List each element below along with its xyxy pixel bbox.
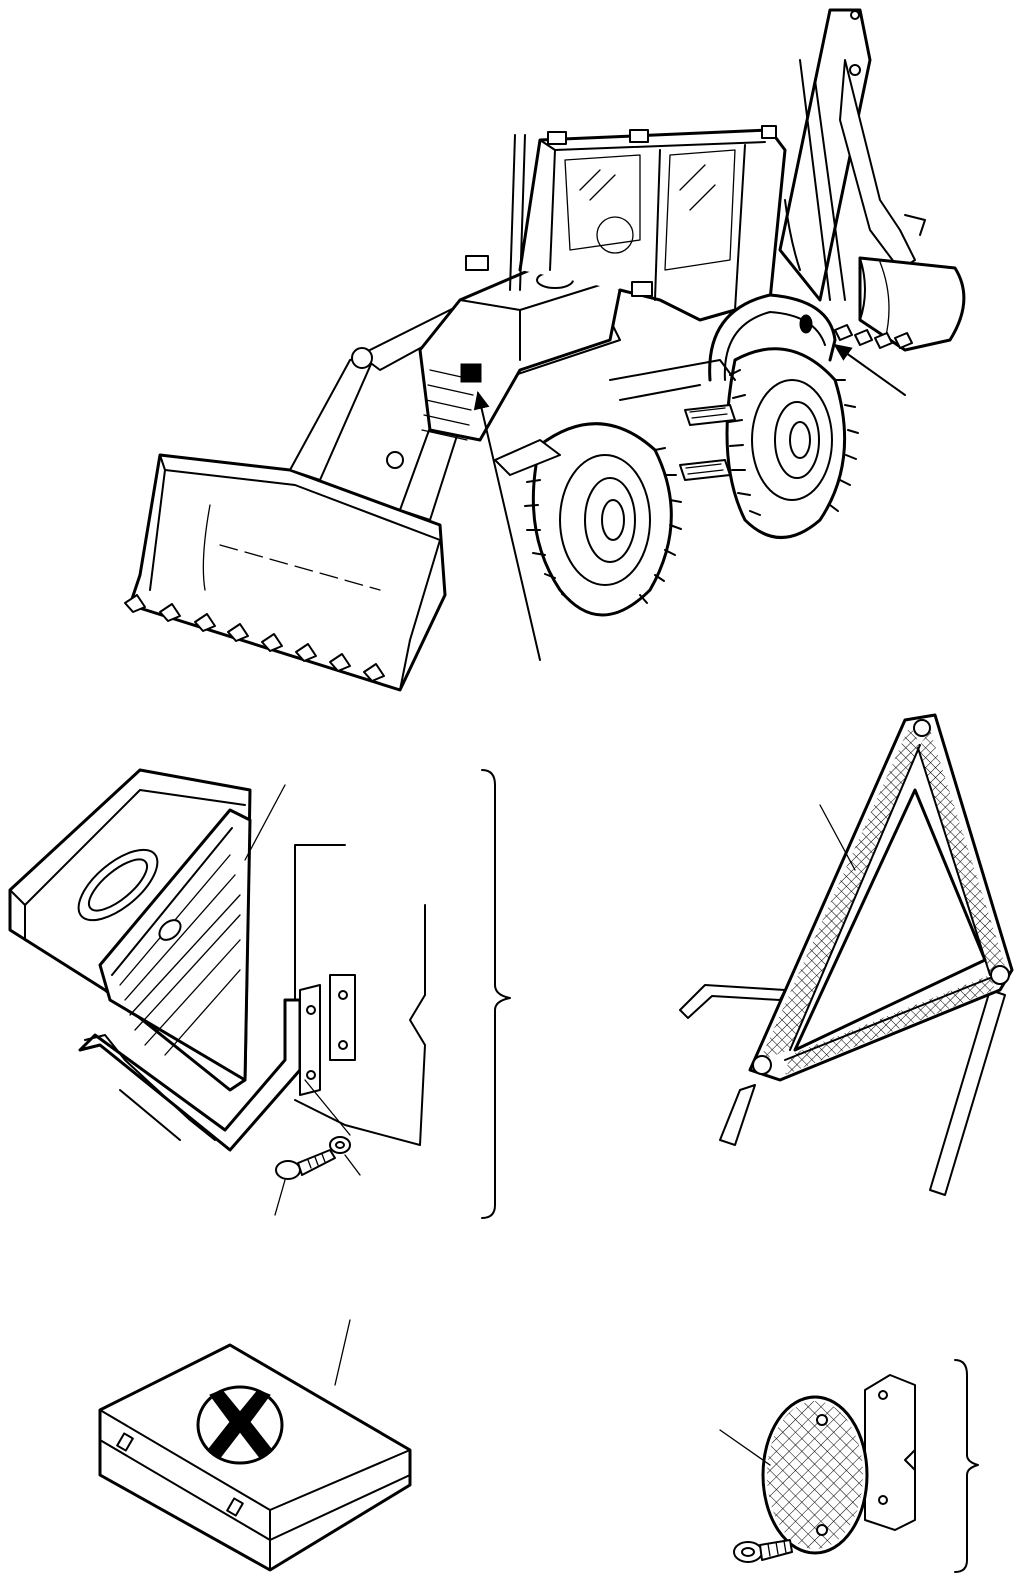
reflector-brace bbox=[954, 1359, 979, 1573]
exhaust-pipe bbox=[509, 134, 516, 291]
rear-wheel bbox=[708, 293, 859, 539]
step-upper bbox=[684, 404, 736, 426]
engine-hood bbox=[418, 268, 622, 442]
front-wheel bbox=[524, 422, 682, 617]
bucket-teeth bbox=[124, 594, 385, 682]
location-marker-dot bbox=[799, 314, 813, 334]
rear-reflector-illustration bbox=[719, 1359, 979, 1573]
leader-lines bbox=[473, 343, 906, 661]
backhoe-arm bbox=[778, 8, 966, 352]
location-marker-square bbox=[460, 363, 482, 383]
triangle-right-leg bbox=[929, 989, 1006, 1196]
triangle-left-leg bbox=[679, 984, 786, 1019]
operator-cab bbox=[465, 125, 787, 322]
washer bbox=[329, 1136, 351, 1154]
warning-triangle-holder-illustration bbox=[8, 768, 511, 1219]
mounting-screw bbox=[275, 1149, 336, 1180]
first-aid-kit-illustration bbox=[98, 1319, 412, 1572]
reflector-bolt bbox=[733, 1539, 793, 1563]
backhoe-loader-illustration bbox=[124, 8, 966, 692]
chassis bbox=[494, 359, 736, 481]
warning-triangle-illustration bbox=[679, 713, 1014, 1196]
front-bucket bbox=[124, 453, 447, 692]
assembly-brace bbox=[481, 769, 511, 1219]
triangle-front-leg bbox=[719, 1084, 756, 1146]
